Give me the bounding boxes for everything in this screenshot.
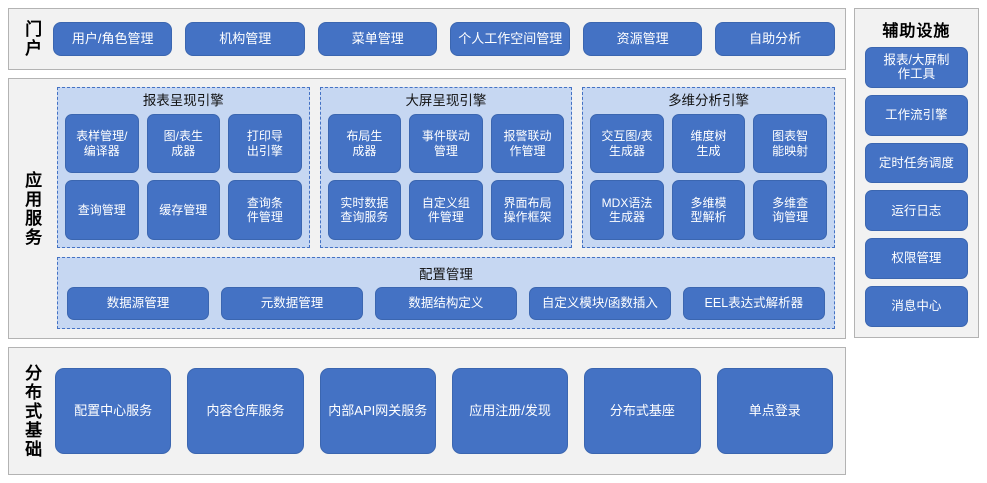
app-services-label-text: 应用服务 — [22, 170, 42, 247]
config-item-metadata[interactable]: 元数据管理 — [220, 287, 363, 320]
portal-item-self-service[interactable]: 自助分析 — [715, 22, 835, 56]
distributed-item-app-registry[interactable]: 应用注册/发现 — [451, 368, 569, 454]
portal-items: 用户/角色管理 机构管理 菜单管理 个人工作空间管理 资源管理 自助分析 — [53, 22, 845, 56]
distributed-base-label-text: 分布式基础 — [22, 363, 42, 459]
distributed-base-items: 配置中心服务 内容仓库服务 内部API网关服务 应用注册/发现 分布式基座 单点… — [53, 348, 845, 474]
report-item-cache-management[interactable]: 缓存管理 — [146, 180, 221, 240]
portal-item-resource[interactable]: 资源管理 — [582, 22, 703, 56]
bigscreen-item-event-linkage[interactable]: 事件联动 管理 — [409, 113, 483, 174]
auxiliary-section-title: 辅助设施 — [882, 23, 951, 40]
distributed-item-config-center[interactable]: 配置中心服务 — [55, 368, 172, 454]
report-item-chart-generator[interactable]: 图/表生 成器 — [146, 113, 221, 174]
config-item-data-structure[interactable]: 数据结构定义 — [374, 287, 517, 320]
engine-grid-bigscreen: 布局生 成器 事件联动 管理 报警联动 作管理 实时数据 查询服务 自定义组 件… — [327, 113, 565, 240]
main-column: 门户 用户/角色管理 机构管理 菜单管理 个人工作空间管理 资源管理 自助分析 … — [8, 8, 846, 475]
portal-section-label: 门户 — [9, 20, 53, 58]
engine-panel-bigscreen: 大屏呈现引擎 布局生 成器 事件联动 管理 报警联动 作管理 实时数据 查询服务… — [319, 87, 573, 248]
distributed-base-section: 分布式基础 配置中心服务 内容仓库服务 内部API网关服务 应用注册/发现 分布… — [8, 347, 846, 475]
distributed-item-content-repository[interactable]: 内容仓库服务 — [187, 368, 304, 454]
distributed-item-base-platform[interactable]: 分布式基座 — [584, 368, 701, 454]
portal-label-text: 门户 — [22, 20, 42, 58]
config-panel: 配置管理 数据源管理 元数据管理 数据结构定义 自定义模块/函数插入 EEL表达… — [57, 257, 835, 329]
app-services-section: 应用服务 报表呈现引擎 表样管理/ 编译器 图/表生 成器 打印导 出引擎 查询… — [8, 78, 846, 339]
auxiliary-item-permission[interactable]: 权限管理 — [864, 238, 968, 280]
portal-item-user-role[interactable]: 用户/角色管理 — [53, 22, 173, 56]
portal-item-org[interactable]: 机构管理 — [185, 22, 305, 56]
distributed-item-sso[interactable]: 单点登录 — [716, 368, 833, 454]
auxiliary-section: 辅助设施 报表/大屏制 作工具 工作流引擎 定时任务调度 运行日志 权限管理 消… — [853, 8, 979, 338]
auxiliary-items: 报表/大屏制 作工具 工作流引擎 定时任务调度 运行日志 权限管理 消息中心 — [864, 47, 968, 327]
olap-item-interactive-chart[interactable]: 交互图/表 生成器 — [590, 113, 664, 174]
engine-panel-report: 报表呈现引擎 表样管理/ 编译器 图/表生 成器 打印导 出引擎 查询管理 缓存… — [57, 87, 310, 248]
engine-grid-olap: 交互图/表 生成器 维度树 生成 图表智 能映射 MDX语法 生成器 多维模 型… — [590, 113, 827, 240]
olap-item-chart-mapping[interactable]: 图表智 能映射 — [753, 113, 827, 174]
app-services-section-label: 应用服务 — [9, 79, 53, 338]
olap-item-mdx-generator[interactable]: MDX语法 生成器 — [590, 180, 664, 240]
engine-title-olap: 多维分析引擎 — [668, 93, 750, 108]
auxiliary-item-message-center[interactable]: 消息中心 — [864, 286, 968, 327]
config-panel-title: 配置管理 — [418, 267, 473, 282]
engine-title-bigscreen: 大屏呈现引擎 — [405, 93, 487, 108]
report-item-print-export[interactable]: 打印导 出引擎 — [228, 113, 302, 174]
auxiliary-item-workflow-engine[interactable]: 工作流引擎 — [864, 94, 968, 136]
distributed-base-section-label: 分布式基础 — [9, 348, 53, 474]
config-items: 数据源管理 元数据管理 数据结构定义 自定义模块/函数插入 EEL表达式解析器 — [67, 287, 825, 320]
app-services-body: 报表呈现引擎 表样管理/ 编译器 图/表生 成器 打印导 出引擎 查询管理 缓存… — [53, 79, 845, 338]
config-item-custom-module[interactable]: 自定义模块/函数插入 — [528, 287, 671, 320]
bigscreen-item-layout-generator[interactable]: 布局生 成器 — [327, 113, 402, 174]
portal-section: 门户 用户/角色管理 机构管理 菜单管理 个人工作空间管理 资源管理 自助分析 — [8, 8, 846, 70]
report-item-query-condition[interactable]: 查询条 件管理 — [228, 180, 302, 240]
engine-panel-olap: 多维分析引擎 交互图/表 生成器 维度树 生成 图表智 能映射 MDX语法 生成… — [582, 87, 835, 248]
olap-item-dimension-tree[interactable]: 维度树 生成 — [671, 113, 746, 174]
olap-item-query-management[interactable]: 多维查 询管理 — [753, 180, 827, 240]
report-item-template-editor[interactable]: 表样管理/ 编译器 — [65, 113, 139, 174]
auxiliary-item-runtime-log[interactable]: 运行日志 — [864, 190, 968, 232]
config-item-datasource[interactable]: 数据源管理 — [67, 287, 209, 320]
report-item-query-management[interactable]: 查询管理 — [65, 180, 139, 240]
bigscreen-item-alarm-action[interactable]: 报警联动 作管理 — [490, 113, 565, 174]
portal-item-workspace[interactable]: 个人工作空间管理 — [450, 22, 570, 56]
bigscreen-item-ui-layout-framework[interactable]: 界面布局 操作框架 — [490, 180, 565, 240]
olap-item-model-parsing[interactable]: 多维模 型解析 — [671, 180, 746, 240]
engine-row: 报表呈现引擎 表样管理/ 编译器 图/表生 成器 打印导 出引擎 查询管理 缓存… — [57, 87, 835, 248]
engine-title-report: 报表呈现引擎 — [142, 93, 224, 108]
bigscreen-item-realtime-query[interactable]: 实时数据 查询服务 — [327, 180, 402, 240]
auxiliary-item-report-builder[interactable]: 报表/大屏制 作工具 — [864, 47, 968, 88]
bigscreen-item-custom-component[interactable]: 自定义组 件管理 — [409, 180, 483, 240]
portal-item-menu[interactable]: 菜单管理 — [317, 22, 438, 56]
auxiliary-item-task-scheduler[interactable]: 定时任务调度 — [864, 142, 968, 184]
config-item-eel-parser[interactable]: EEL表达式解析器 — [682, 287, 825, 320]
engine-grid-report: 表样管理/ 编译器 图/表生 成器 打印导 出引擎 查询管理 缓存管理 查询条 … — [65, 113, 302, 240]
distributed-item-api-gateway[interactable]: 内部API网关服务 — [319, 368, 436, 454]
